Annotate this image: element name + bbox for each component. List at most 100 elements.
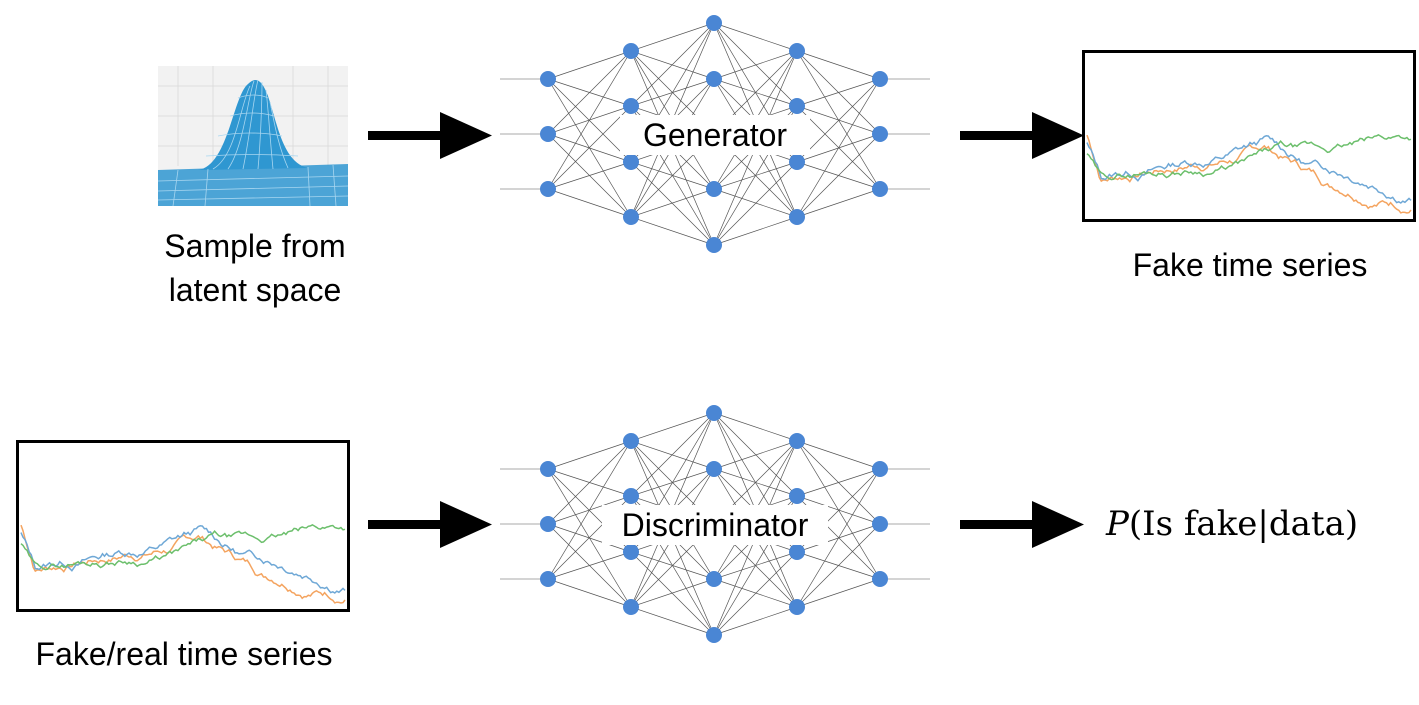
orange-series-line (20, 524, 346, 604)
network-node (623, 544, 639, 560)
latent-caption-line-1: Sample from (164, 228, 346, 264)
network-edge (630, 216, 715, 246)
fake-real-caption: Fake/real time series (35, 636, 333, 672)
network-edge (796, 578, 881, 608)
orange-series-line (1086, 134, 1412, 214)
network-node (623, 209, 639, 225)
network-node (872, 516, 888, 532)
network-edge (713, 412, 798, 497)
network-edge (713, 551, 798, 636)
network-edge (630, 412, 715, 442)
network-edge (796, 78, 881, 107)
fake-series-plot (1086, 134, 1412, 214)
network-edge (547, 523, 632, 553)
network-node (540, 461, 556, 477)
network-node (789, 488, 805, 504)
network-node (706, 627, 722, 643)
network-edge (713, 412, 798, 442)
fake-caption: Fake time series (1132, 247, 1368, 283)
network-node (872, 126, 888, 142)
arrow-series-to-discriminator (368, 501, 492, 548)
green-series-line (1086, 134, 1412, 181)
probability-condition: Is fake|data (1142, 504, 1345, 544)
network-edge (796, 188, 881, 218)
network-node (706, 71, 722, 87)
network-edge (630, 551, 715, 636)
network-node (872, 571, 888, 587)
network-node (872, 181, 888, 197)
network-node (706, 15, 722, 31)
arrow-latent-to-generator (368, 112, 492, 159)
network-edge (547, 440, 632, 580)
arrow-discriminator-to-output (960, 501, 1084, 548)
network-edge (630, 50, 715, 80)
network-node (872, 71, 888, 87)
network-node (623, 599, 639, 615)
network-node (706, 571, 722, 587)
blue-series-line (1086, 135, 1412, 204)
network-node (623, 43, 639, 59)
network-node (789, 433, 805, 449)
network-edge (547, 188, 632, 218)
network-edge (796, 523, 881, 608)
network-edge (713, 50, 798, 80)
network-node (789, 43, 805, 59)
network-edge (630, 161, 715, 246)
network-edge (547, 440, 632, 470)
network-node (540, 516, 556, 532)
network-edge (713, 440, 798, 470)
network-node (623, 433, 639, 449)
network-edge (796, 50, 881, 80)
fake-real-series-plot (20, 524, 346, 604)
network-node (623, 154, 639, 170)
network-edge (630, 578, 715, 608)
network-edge (796, 133, 881, 218)
network-node (623, 488, 639, 504)
network-node (540, 571, 556, 587)
network-node (623, 98, 639, 114)
network-node (872, 461, 888, 477)
network-node (540, 126, 556, 142)
network-node (706, 405, 722, 421)
network-edge (630, 440, 715, 470)
network-edge (547, 50, 632, 80)
network-edge (796, 440, 881, 470)
network-edge (630, 412, 715, 497)
network-node (789, 98, 805, 114)
network-edge (630, 606, 715, 636)
network-edge (796, 78, 881, 218)
network-edge (713, 188, 798, 218)
latent-surface-plot (158, 66, 348, 206)
network-edge (547, 133, 632, 163)
network-edge (547, 161, 632, 190)
generator-network (500, 15, 930, 253)
network-node (706, 181, 722, 197)
probability-close-paren: ) (1344, 504, 1359, 544)
green-series-line (20, 524, 346, 571)
latent-caption: Sample from latent space (130, 224, 380, 312)
latent-caption-line-2: latent space (168, 272, 342, 308)
probability-symbol: P (1106, 504, 1129, 544)
network-node (706, 461, 722, 477)
network-edge (713, 578, 798, 608)
network-edge (547, 50, 632, 135)
network-edge (547, 105, 632, 190)
network-node (789, 209, 805, 225)
network-edge (630, 22, 715, 107)
fake-series-frame (1082, 50, 1416, 222)
network-edge (630, 188, 715, 218)
generator-label: Generator (620, 115, 810, 155)
network-node (540, 181, 556, 197)
network-edge (796, 468, 881, 497)
network-edge (547, 50, 632, 190)
network-edge (796, 78, 881, 163)
network-node (789, 544, 805, 560)
arrow-generator-to-fake (960, 112, 1084, 159)
network-node (540, 71, 556, 87)
network-edge (630, 22, 715, 52)
network-edge (796, 495, 881, 525)
network-node (789, 599, 805, 615)
network-edge (713, 22, 798, 107)
network-edge (713, 606, 798, 636)
